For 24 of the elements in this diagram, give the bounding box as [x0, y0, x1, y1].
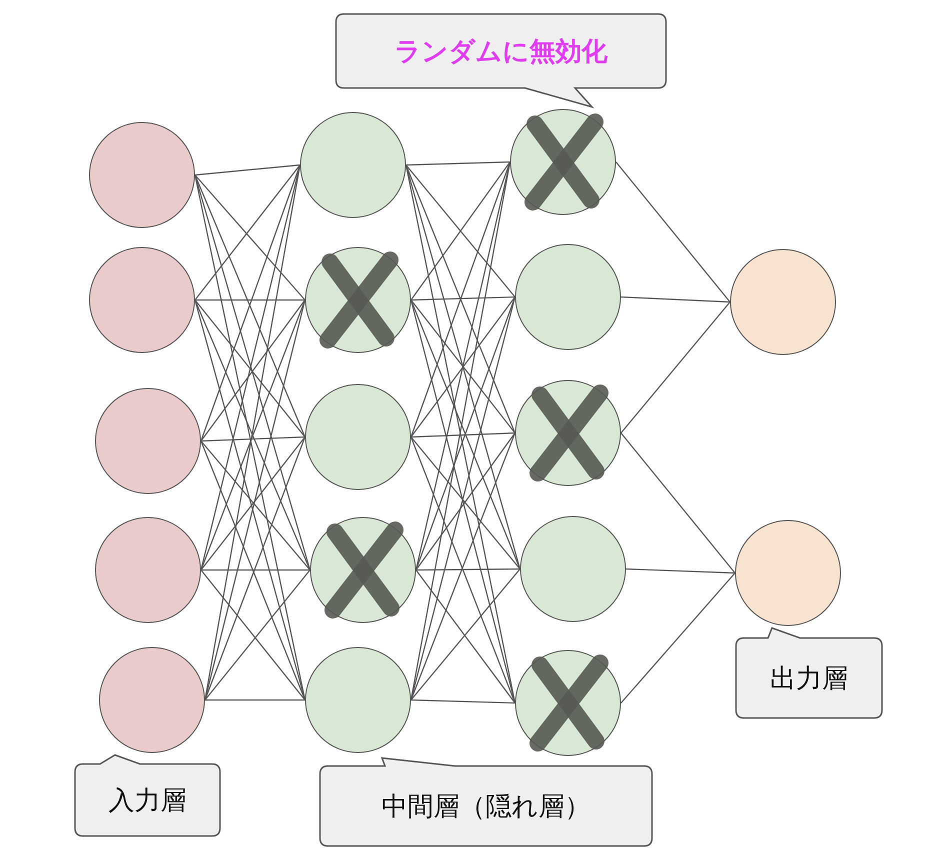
speech-bubble — [336, 14, 666, 107]
speech-bubble — [320, 758, 652, 846]
speech-bubble — [736, 628, 882, 718]
connection-line — [205, 699, 305, 701]
connection-line — [410, 699, 516, 704]
callout-text: 出力層 — [769, 662, 849, 696]
callout-text: 中間層（隠れ層） — [380, 790, 592, 824]
connection-line — [200, 436, 306, 442]
connection-line — [620, 432, 736, 574]
connection-line — [416, 568, 520, 571]
callout-text: ランダムに無効化 — [394, 36, 608, 68]
connection-line — [195, 299, 305, 301]
connection-line — [616, 162, 730, 302]
connection-line — [194, 164, 300, 176]
connection-line — [620, 572, 736, 704]
speech-bubble — [75, 755, 220, 836]
connection-line — [620, 302, 730, 434]
callout-text: 入力層 — [108, 784, 188, 818]
connection-line — [201, 569, 310, 571]
connection-line — [410, 296, 516, 301]
connection-line — [406, 161, 510, 166]
connection-line — [410, 432, 516, 438]
connection-line — [626, 568, 736, 574]
connection-line — [620, 296, 730, 303]
